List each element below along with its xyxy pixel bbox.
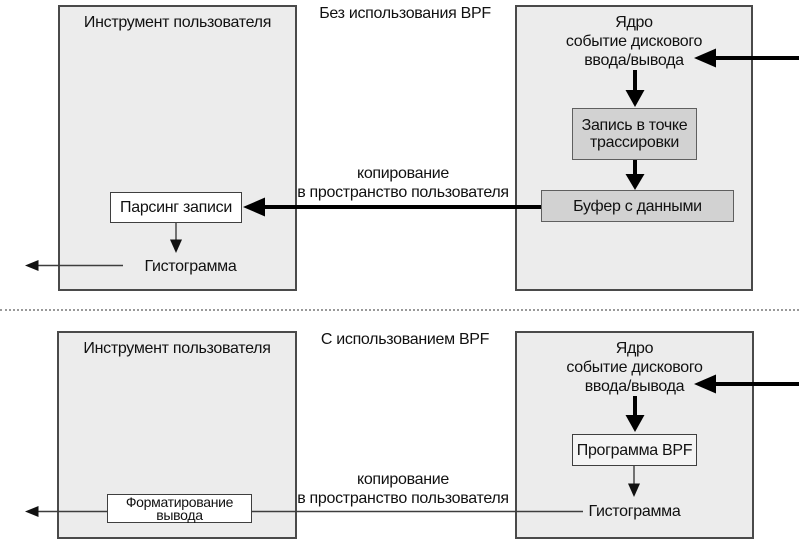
bpf-program-label: Программа BPF xyxy=(576,441,693,459)
copy-label-line2-top: в пространство пользователя xyxy=(297,184,509,201)
histogram-label-top: Гистограмма xyxy=(144,258,237,275)
panel-heading-with-bpf: С использованием BPF xyxy=(320,331,490,348)
tracepoint-record-box: Запись в точке трассировки xyxy=(572,108,697,160)
user-tool-box-top: Инструмент пользователя xyxy=(58,5,297,291)
output-formatting-line2: вывода xyxy=(156,506,203,523)
tracepoint-record-line1: Запись в точке xyxy=(581,117,688,134)
panel-heading-without-bpf: Без использования BPF xyxy=(319,5,491,22)
copy-label-line1-bottom: копирование xyxy=(356,471,450,488)
data-buffer-box: Буфер с данными xyxy=(541,190,734,222)
kernel-box-bottom: Ядро событие дискового ввода/вывода xyxy=(515,331,754,539)
copy-label-line2-bottom: в пространство пользователя xyxy=(297,490,509,507)
user-tool-title-bottom: Инструмент пользователя xyxy=(83,340,271,357)
kernel-title-top: Ядро событие дискового ввода/вывода xyxy=(517,7,751,70)
output-formatting-line1: Форматирование xyxy=(125,493,234,510)
kernel-title-bottom: Ядро событие дискового ввода/вывода xyxy=(517,333,752,396)
output-formatting-box: Форматирование вывода xyxy=(107,494,252,523)
kernel-event-line1-top: событие дискового xyxy=(565,33,703,50)
kernel-event-line2-bottom: ввода/вывода xyxy=(584,378,685,395)
bpf-program-box: Программа BPF xyxy=(572,434,697,466)
kernel-event-line1-bottom: событие дискового xyxy=(566,359,703,376)
parse-record-label: Парсинг записи xyxy=(120,199,232,216)
data-buffer-label: Буфер с данными xyxy=(573,197,702,215)
tracepoint-record-line2: трассировки xyxy=(590,134,679,151)
kernel-title-text-bottom: Ядро xyxy=(615,340,654,357)
kernel-title-text-top: Ядро xyxy=(615,14,653,31)
copy-to-userspace-label-bottom: копирование в пространство пользователя xyxy=(262,470,544,508)
panel-divider-dotted-line xyxy=(0,309,799,311)
parse-record-box: Парсинг записи xyxy=(110,192,242,223)
histogram-label-bottom: Гистограмма xyxy=(588,503,681,520)
copy-label-line1-top: копирование xyxy=(356,165,450,182)
kernel-event-line2-top: ввода/вывода xyxy=(584,52,684,69)
user-tool-title-top: Инструмент пользователя xyxy=(83,14,272,31)
copy-to-userspace-label-top: копирование в пространство пользователя xyxy=(262,164,544,202)
